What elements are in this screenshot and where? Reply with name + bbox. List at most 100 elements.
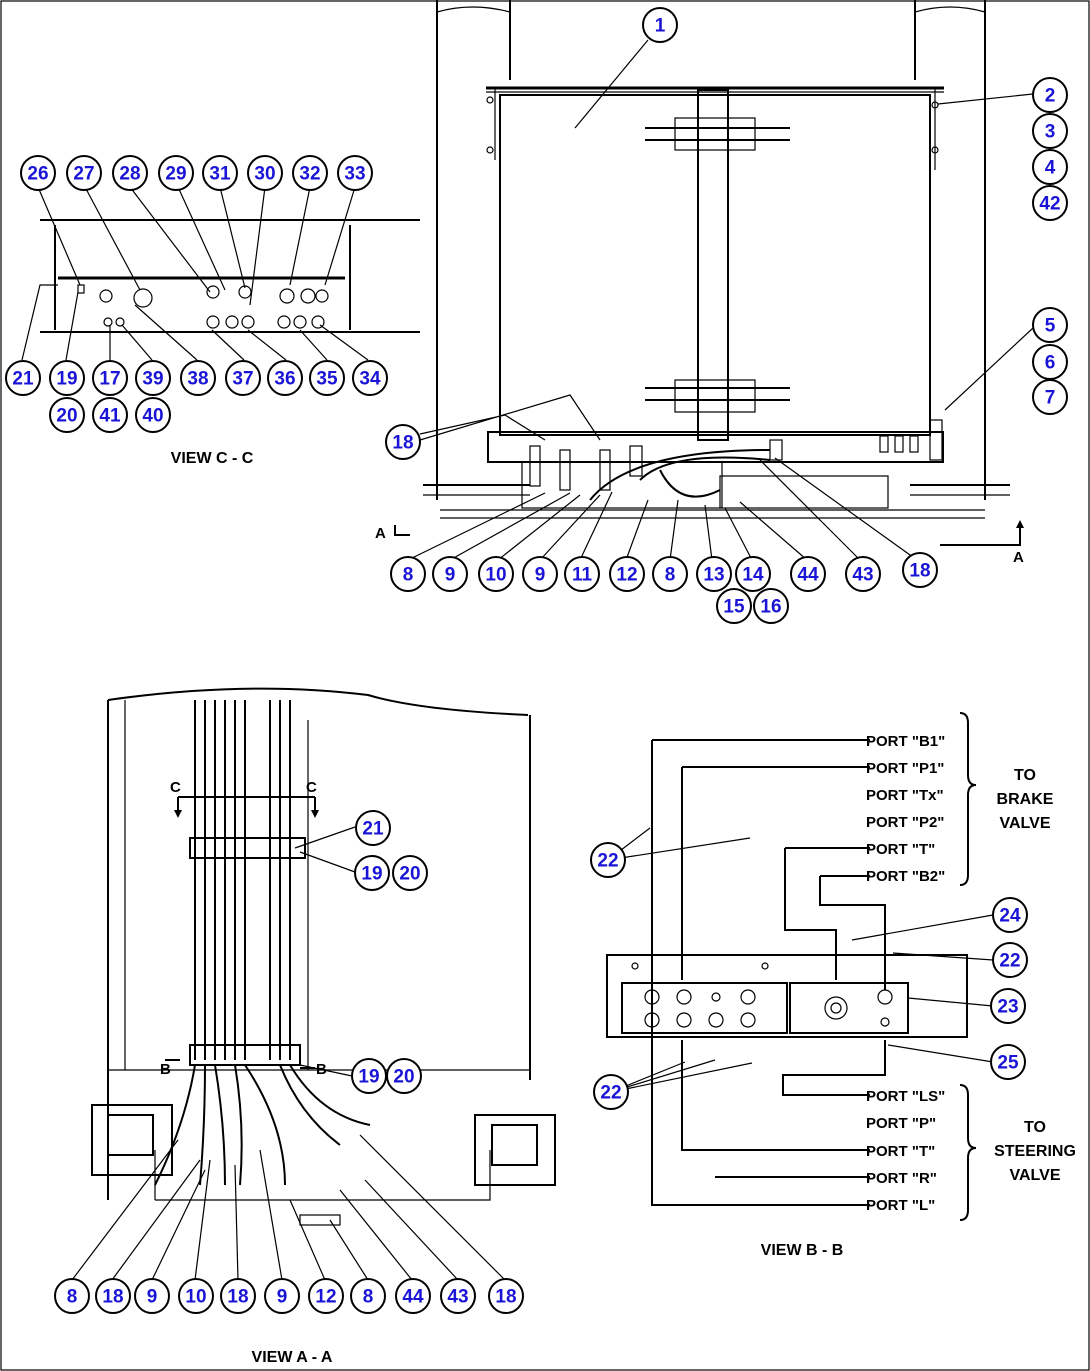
callout-20: 20	[386, 1058, 422, 1094]
callout-21: 21	[355, 810, 391, 846]
callout-number: 9	[535, 565, 546, 586]
view-cc-title: VIEW C - C	[171, 450, 254, 467]
callout-20: 20	[49, 397, 85, 433]
callout-circle	[225, 360, 261, 396]
callout-19: 19	[354, 855, 390, 891]
callout-8: 8	[350, 1278, 386, 1314]
callout-number: 41	[99, 406, 121, 427]
callout-circle	[385, 424, 421, 460]
callout-circle	[1032, 113, 1068, 149]
callout-number: 20	[399, 864, 420, 885]
callout-number: 43	[852, 565, 873, 586]
callout-number: 12	[616, 565, 637, 586]
port-p2: PORT "P2"	[866, 814, 944, 831]
callout-circle	[95, 1278, 131, 1314]
callout-number: 44	[797, 565, 819, 586]
section-c-left: C	[170, 779, 181, 796]
callout-44: 44	[790, 556, 826, 592]
callout-circle	[590, 842, 626, 878]
callout-30: 30	[247, 155, 283, 191]
callout-number: 9	[277, 1287, 288, 1308]
callout-circle	[264, 1278, 300, 1314]
callout-number: 9	[147, 1287, 158, 1308]
callout-25: 25	[990, 1044, 1026, 1080]
callout-22: 22	[992, 942, 1028, 978]
callout-number: 9	[445, 565, 456, 586]
callout-number: 30	[254, 164, 275, 185]
callout-number: 22	[999, 951, 1020, 972]
callout-19: 19	[49, 360, 85, 396]
callout-number: 11	[572, 565, 593, 586]
callout-number: 14	[742, 565, 764, 586]
callout-number: 19	[361, 864, 382, 885]
callout-circle	[1032, 149, 1068, 185]
callout-number: 21	[362, 819, 384, 840]
callout-number: 17	[99, 369, 120, 390]
callout-33: 33	[337, 155, 373, 191]
callout-9: 9	[134, 1278, 170, 1314]
section-c-right: C	[306, 779, 317, 796]
callout-number: 20	[393, 1067, 414, 1088]
tank-view	[394, 0, 1024, 546]
callout-22: 22	[590, 842, 626, 878]
callout-circle	[355, 810, 391, 846]
callout-7: 7	[1032, 379, 1068, 415]
callout-circle	[696, 556, 732, 592]
callout-circle	[992, 897, 1028, 933]
brake-label-1: TO	[1014, 767, 1036, 784]
port-t-steering: PORT "T"	[866, 1143, 935, 1160]
callout-circle	[5, 360, 41, 396]
callout-2: 2	[1032, 77, 1068, 113]
callout-18: 18	[385, 424, 421, 460]
callout-38: 38	[180, 360, 216, 396]
leader-lines	[21, 39, 1034, 1281]
callout-number: 37	[232, 369, 253, 390]
callout-18: 18	[220, 1278, 256, 1314]
callout-number: 36	[274, 369, 295, 390]
callout-number: 31	[209, 164, 231, 185]
callout-18: 18	[902, 552, 938, 588]
port-p: PORT "P"	[866, 1115, 936, 1132]
section-b-left: B	[160, 1061, 171, 1078]
callout-number: 20	[56, 406, 77, 427]
callout-number: 22	[600, 1083, 621, 1104]
callout-43: 43	[440, 1278, 476, 1314]
callout-circle	[202, 155, 238, 191]
section-b-right: B	[316, 1061, 327, 1078]
callout-circle	[112, 155, 148, 191]
callout-number: 26	[27, 164, 48, 185]
steering-label-2: STEERING	[994, 1143, 1076, 1160]
callout-number: 22	[597, 851, 618, 872]
callout-circle	[267, 360, 303, 396]
callout-circle	[753, 588, 789, 624]
callout-circle	[735, 556, 771, 592]
brake-label-3: VALVE	[1000, 815, 1051, 832]
callout-number: 25	[997, 1053, 1019, 1074]
callout-13: 13	[696, 556, 732, 592]
callout-circle	[1032, 77, 1068, 113]
callout-number: 18	[392, 433, 413, 454]
port-tx: PORT "Tx"	[866, 787, 944, 804]
port-ls: PORT "LS"	[866, 1088, 945, 1105]
callout-circle	[350, 1278, 386, 1314]
callout-circle	[135, 397, 171, 433]
callout-24: 24	[992, 897, 1028, 933]
callout-1: 1	[642, 7, 678, 43]
callout-number: 44	[402, 1287, 424, 1308]
callout-6: 6	[1032, 344, 1068, 380]
callout-15: 15	[716, 588, 752, 624]
callout-number: 18	[495, 1287, 516, 1308]
callout-circle	[652, 556, 688, 592]
callout-19: 19	[351, 1058, 387, 1094]
callout-circle	[180, 360, 216, 396]
callout-41: 41	[92, 397, 128, 433]
text-labels: VIEW C - C VIEW A - A VIEW B - B A A C C…	[160, 450, 1076, 1366]
port-l: PORT "L"	[866, 1197, 935, 1214]
steering-label-1: TO	[1024, 1119, 1046, 1136]
callout-number: 3	[1045, 122, 1056, 143]
callout-circle	[135, 360, 171, 396]
callout-circle	[390, 556, 426, 592]
callout-circle	[247, 155, 283, 191]
callout-circle	[308, 1278, 344, 1314]
